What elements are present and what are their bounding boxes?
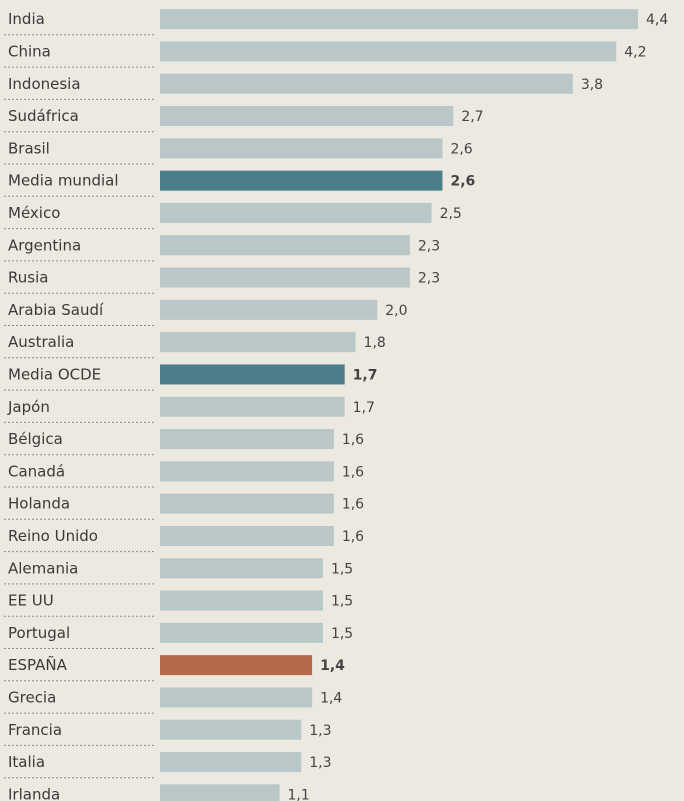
category-label-holanda: Holanda [8, 495, 70, 513]
value-label-brasil: 2,6 [450, 141, 472, 157]
bar-italia [160, 752, 302, 773]
value-label-china: 4,2 [624, 44, 646, 60]
bar-china [160, 41, 617, 62]
value-label-portugal: 1,5 [331, 626, 353, 642]
bar-australia [160, 332, 356, 353]
category-label-irlanda: Irlanda [8, 785, 60, 801]
value-label-media-ocde: 1,7 [353, 367, 378, 383]
value-label-canada: 1,6 [342, 464, 364, 480]
bar-reino-unido [160, 525, 334, 546]
bar-portugal [160, 622, 323, 643]
category-label-belgica: Bélgica [8, 430, 63, 448]
category-label-italia: Italia [8, 753, 45, 771]
bar-indonesia [160, 73, 573, 94]
category-label-arabia-saudi: Arabia Saudí [8, 301, 104, 319]
bar-media-mundial [160, 170, 443, 191]
value-label-indonesia: 3,8 [581, 77, 603, 93]
value-label-argentina: 2,3 [418, 238, 440, 254]
value-label-arabia-saudi: 2,0 [385, 303, 407, 319]
bar-holanda [160, 493, 334, 514]
bar-sudafrica [160, 106, 454, 127]
value-label-sudafrica: 2,7 [461, 109, 483, 125]
value-label-irlanda: 1,1 [288, 787, 310, 801]
category-label-media-mundial: Media mundial [8, 172, 119, 190]
value-label-holanda: 1,6 [342, 497, 364, 513]
bar-canada [160, 461, 334, 482]
bar-rusia [160, 267, 410, 288]
category-label-china: China [8, 42, 51, 60]
bar-argentina [160, 235, 410, 256]
bar-alemania [160, 558, 323, 579]
value-label-india: 4,4 [646, 12, 668, 28]
category-label-argentina: Argentina [8, 236, 81, 254]
category-label-japon: Japón [7, 398, 50, 416]
value-label-belgica: 1,6 [342, 432, 364, 448]
category-label-australia: Australia [8, 333, 74, 351]
bar-francia [160, 719, 302, 740]
value-label-media-mundial: 2,6 [450, 174, 475, 190]
category-label-rusia: Rusia [8, 269, 48, 287]
value-label-rusia: 2,3 [418, 271, 440, 287]
value-label-australia: 1,8 [364, 335, 386, 351]
bar-grecia [160, 687, 313, 708]
bar-media-ocde [160, 364, 345, 385]
bar-brasil [160, 138, 443, 159]
bar-irlanda [160, 784, 280, 801]
value-label-mexico: 2,5 [440, 206, 462, 222]
bar-ee-uu [160, 590, 323, 611]
category-label-brasil: Brasil [8, 139, 50, 157]
value-label-alemania: 1,5 [331, 561, 353, 577]
bar-arabia-saudi [160, 299, 378, 320]
value-label-reino-unido: 1,6 [342, 529, 364, 545]
category-label-portugal: Portugal [8, 624, 70, 642]
category-label-alemania: Alemania [8, 559, 78, 577]
bar-japon [160, 396, 345, 417]
category-label-canada: Canadá [8, 462, 65, 480]
category-label-ee-uu: EE UU [8, 592, 54, 610]
value-label-francia: 1,3 [309, 723, 331, 739]
category-label-reino-unido: Reino Unido [8, 527, 98, 545]
category-label-mexico: México [8, 204, 60, 222]
bar-belgica [160, 429, 334, 450]
value-label-japon: 1,7 [353, 400, 375, 416]
value-label-ee-uu: 1,5 [331, 594, 353, 610]
value-label-grecia: 1,4 [320, 690, 342, 706]
bar-india [160, 9, 638, 30]
value-label-espana: 1,4 [320, 658, 345, 674]
category-label-espana: ESPAÑA [8, 655, 68, 674]
category-label-sudafrica: Sudáfrica [8, 107, 79, 125]
category-label-media-ocde: Media OCDE [8, 365, 101, 383]
value-label-italia: 1,3 [309, 755, 331, 771]
category-label-francia: Francia [8, 721, 62, 739]
category-label-grecia: Grecia [8, 688, 56, 706]
bar-espana [160, 655, 313, 676]
category-label-indonesia: Indonesia [8, 75, 81, 93]
bar-mexico [160, 202, 432, 223]
category-label-india: India [8, 10, 45, 28]
